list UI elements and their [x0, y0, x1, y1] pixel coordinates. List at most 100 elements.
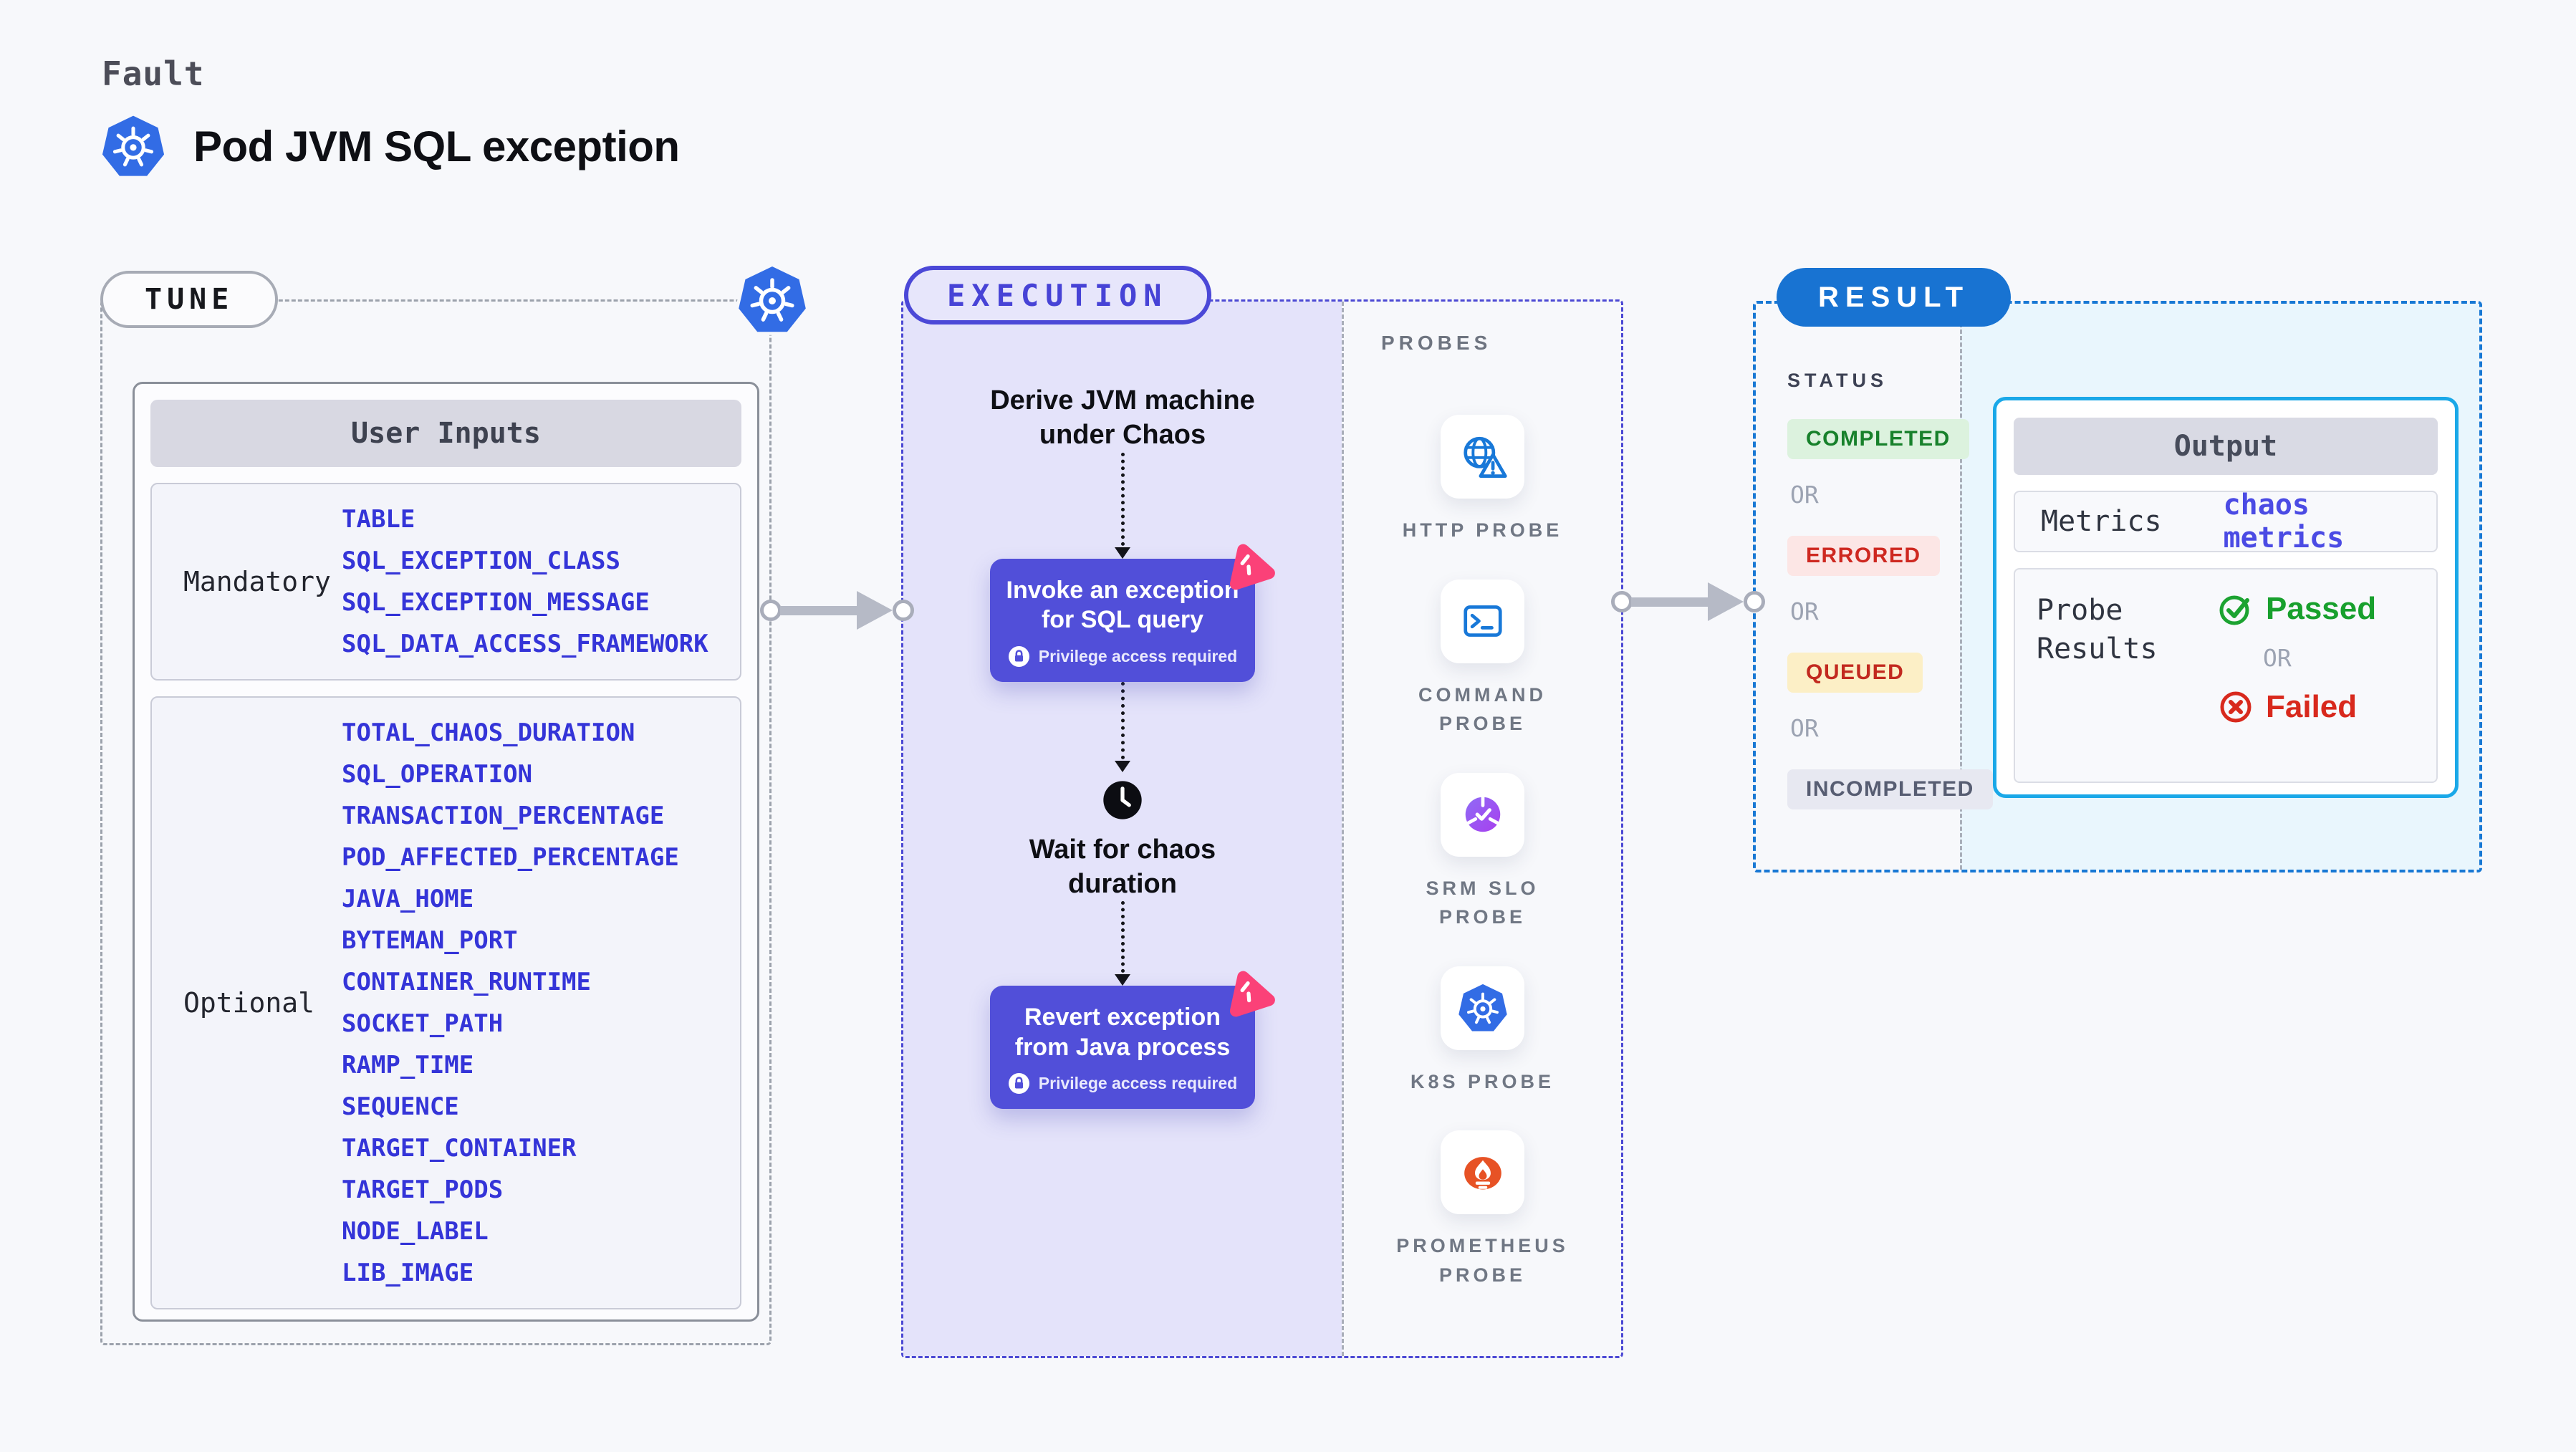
parameter: BYTEMAN_PORT	[342, 926, 518, 955]
wait-step	[1102, 779, 1143, 824]
step-arrow	[1115, 681, 1130, 772]
privilege-badge: Privilege access required	[1007, 645, 1237, 668]
metrics-row: Metrics chaos metrics	[2014, 489, 2438, 554]
kubernetes-icon	[100, 113, 166, 179]
mandatory-group: Mandatory TABLE SQL_EXCEPTION_CLASS SQL_…	[150, 483, 741, 681]
k8s-probe-card	[1441, 966, 1524, 1050]
step-derive-line2: under Chaos	[1039, 419, 1206, 450]
lock-icon	[1007, 645, 1030, 668]
parameter: LIB_IMAGE	[342, 1259, 474, 1287]
command-probe-card	[1441, 579, 1524, 663]
dotted-line	[1120, 681, 1125, 759]
output-panel: Output Metrics chaos metrics Probe Resul…	[1993, 397, 2459, 798]
parameter: TARGET_PODS	[342, 1175, 504, 1204]
execution-section-border: Derive JVM machine under Chaos Invoke an…	[901, 299, 1623, 1358]
probe-label: PROMETHEUS PROBE	[1396, 1235, 1569, 1286]
failed-label: Failed	[2266, 689, 2358, 724]
probe-results-label: Probe Results	[2037, 594, 2158, 665]
probe-results-row: Probe Results Passed OR	[2014, 568, 2438, 783]
probe-item-http: HTTP PROBE	[1385, 415, 1580, 545]
mandatory-list: TABLE SQL_EXCEPTION_CLASS SQL_EXCEPTION_…	[342, 499, 740, 665]
parameter: TARGET_CONTAINER	[342, 1134, 577, 1163]
parameter: SQL_DATA_ACCESS_FRAMEWORK	[342, 630, 708, 658]
parameter: SOCKET_PATH	[342, 1009, 504, 1038]
x-circle-icon	[2220, 691, 2251, 723]
parameter: SEQUENCE	[342, 1092, 459, 1121]
http-probe-card	[1441, 415, 1524, 499]
srm-slo-probe-icon	[1464, 794, 1501, 832]
optional-list: TOTAL_CHAOS_DURATION SQL_OPERATION TRANS…	[342, 712, 740, 1294]
execution-pill: EXECUTION	[904, 266, 1211, 324]
k8s-probe-icon	[1456, 982, 1509, 1033]
execution-flow: Derive JVM machine under Chaos Invoke an…	[903, 302, 1342, 1356]
card1-line1: Invoke an exception	[1006, 576, 1239, 604]
probe-item-command: COMMAND PROBE	[1385, 579, 1580, 739]
page-title-row: Pod JVM SQL exception	[100, 113, 680, 179]
tune-section-border	[100, 299, 772, 1345]
flow-arrow-execution-to-result	[1611, 582, 1765, 621]
kubernetes-corner-icon	[735, 263, 809, 335]
probes-column: PROBES	[1342, 302, 1621, 1356]
probe-label: COMMAND PROBE	[1418, 683, 1547, 735]
probes-list: HTTP PROBE COMMAND PROBE	[1344, 415, 1621, 1289]
parameter: NODE_LABEL	[342, 1217, 489, 1246]
or-separator: OR	[1790, 597, 1819, 625]
parameter: POD_AFFECTED_PERCENTAGE	[342, 843, 679, 872]
prometheus-probe-card	[1441, 1130, 1524, 1214]
or-separator: OR	[2263, 644, 2292, 672]
failed-line: Failed	[2219, 689, 2376, 725]
probe-item-prometheus: PROMETHEUS PROBE	[1385, 1130, 1580, 1289]
srm-slo-probe-card	[1441, 772, 1524, 857]
probe-label: HTTP PROBE	[1402, 519, 1563, 541]
card2-line2: from Java process	[1014, 1033, 1231, 1061]
user-inputs-panel: User Inputs Mandatory TABLE SQL_EXCEPTIO…	[133, 382, 759, 1322]
parameter: TOTAL_CHAOS_DURATION	[342, 718, 635, 747]
flow-arrow-tune-to-execution	[760, 591, 914, 630]
wait-label: Wait for chaos duration	[1029, 833, 1216, 902]
parameter: RAMP_TIME	[342, 1051, 474, 1080]
lock-icon	[1007, 1072, 1030, 1095]
fault-eyebrow-label: Fault	[102, 54, 205, 93]
optional-label: Optional	[183, 987, 315, 1019]
arrowhead-icon	[1115, 760, 1130, 772]
connector-dot	[1744, 591, 1765, 612]
dotted-line	[1120, 452, 1125, 546]
status-badge-incompleted: INCOMPLETED	[1787, 769, 1993, 809]
metrics-label: Metrics	[2041, 505, 2162, 538]
parameter: SQL_EXCEPTION_MESSAGE	[342, 588, 650, 617]
or-separator: OR	[1790, 481, 1819, 509]
parameter: SQL_EXCEPTION_CLASS	[342, 547, 620, 575]
connector-line	[780, 605, 858, 615]
arrowhead-icon	[1115, 974, 1130, 986]
connector-dot	[1611, 591, 1633, 612]
parameter: CONTAINER_RUNTIME	[342, 968, 591, 996]
parameter: SQL_OPERATION	[342, 760, 533, 789]
or-separator: OR	[1790, 714, 1819, 742]
card2-line1: Revert exception	[1024, 1004, 1221, 1032]
arrowhead-icon	[1115, 547, 1130, 559]
mandatory-label: Mandatory	[183, 566, 331, 597]
step-arrow	[1115, 452, 1130, 559]
prometheus-probe-icon	[1464, 1156, 1501, 1189]
probe-results-values: Passed OR Failed	[2219, 591, 2376, 760]
tune-pill: TUNE	[100, 271, 279, 328]
connector-line	[1631, 597, 1709, 607]
probes-title: PROBES	[1381, 332, 1492, 354]
status-badge-completed: COMPLETED	[1787, 419, 1969, 459]
probe-item-srm-slo: SRM SLO PROBE	[1385, 772, 1580, 932]
passed-label: Passed	[2266, 591, 2377, 626]
parameter: TRANSACTION_PERCENTAGE	[342, 802, 665, 830]
connector-dot	[893, 600, 914, 621]
probe-item-k8s: K8S PROBE	[1385, 966, 1580, 1097]
privilege-badge: Privilege access required	[1007, 1072, 1237, 1095]
parameter: JAVA_HOME	[342, 885, 474, 913]
chaos-metrics-link[interactable]: chaos metrics	[2223, 489, 2345, 554]
output-title: Output	[2014, 418, 2438, 475]
check-circle-icon	[2219, 595, 2249, 625]
status-badge-queued: QUEUED	[1787, 653, 1923, 693]
connector-dot	[760, 600, 782, 621]
status-badge-errored: ERRORED	[1787, 536, 1940, 576]
optional-group: Optional TOTAL_CHAOS_DURATION SQL_OPERAT…	[150, 696, 741, 1309]
clock-icon	[1103, 781, 1142, 819]
